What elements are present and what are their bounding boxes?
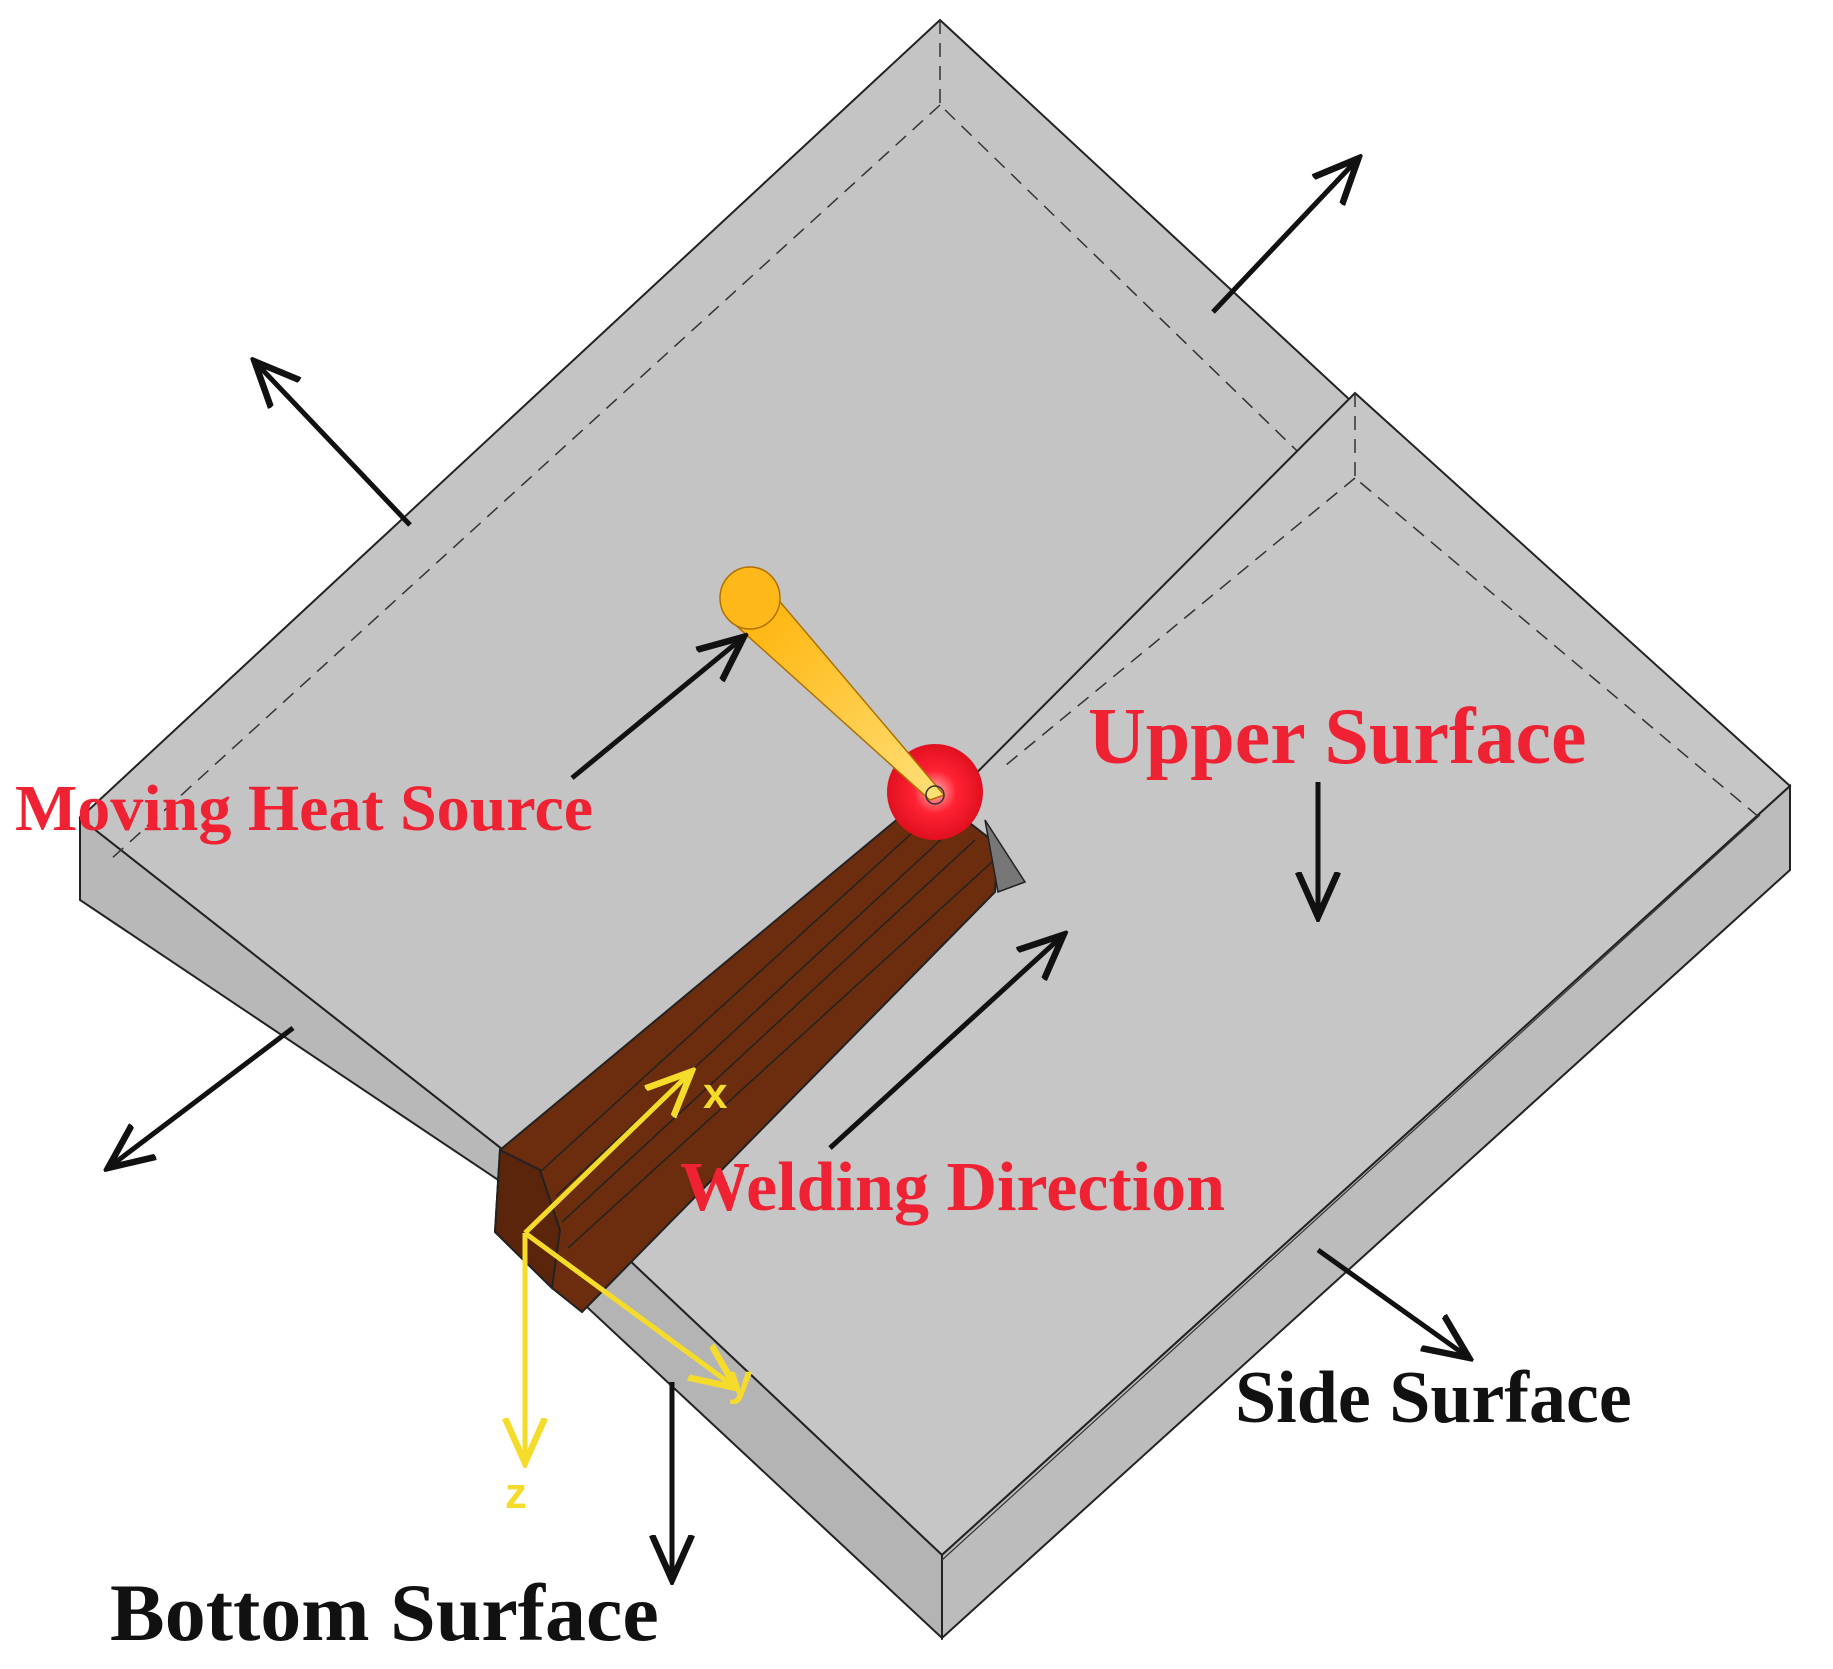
heat-source <box>719 566 983 840</box>
axis-x-label: x <box>703 1069 728 1118</box>
coordinate-axes <box>525 1075 732 1458</box>
right-plate-edge-line <box>941 814 1761 1561</box>
right-plate-hidden-edges <box>1354 393 1761 819</box>
torch-top <box>719 566 781 630</box>
left-plate-hidden-edges <box>939 20 1326 479</box>
right-plate-hidden-edges-2 <box>999 477 1356 771</box>
weld-bead <box>493 790 1027 1314</box>
weld-bead-end-face <box>493 1148 562 1291</box>
heat-spot-center <box>925 785 945 805</box>
label-upper-surface: Upper Surface <box>1088 693 1586 781</box>
weld-bead-line-2 <box>555 821 961 1197</box>
axis-x-arrow <box>523 1075 688 1235</box>
label-bottom-surface: Bottom Surface <box>110 1567 659 1658</box>
label-welding-direction: Welding Direction <box>680 1149 1225 1226</box>
arrow-left-up <box>258 365 412 527</box>
weld-bead-line-1 <box>539 802 946 1173</box>
weld-bead-line-3 <box>561 839 976 1223</box>
right-plate <box>556 391 1792 1641</box>
arrow-side-surface <box>1316 1247 1465 1355</box>
weld-gap-face <box>984 819 1027 894</box>
axis-y-label: y <box>728 1356 753 1405</box>
label-side-surface: Side Surface <box>1235 1357 1632 1439</box>
arrow-heat-source <box>570 640 740 780</box>
weld-bead-line-4 <box>567 861 993 1249</box>
arrow-left-down <box>112 1026 295 1165</box>
load-arrows <box>112 162 1465 1575</box>
left-plate <box>78 18 1352 1222</box>
axis-z-label: z <box>505 1469 527 1518</box>
axis-y-arrow <box>523 1230 732 1385</box>
arrow-right-up <box>1211 162 1355 314</box>
arrow-welding-direction <box>828 938 1060 1150</box>
left-plate-hidden-edges-2 <box>109 104 941 861</box>
label-moving-heat-source: Moving Heat Source <box>15 772 593 845</box>
